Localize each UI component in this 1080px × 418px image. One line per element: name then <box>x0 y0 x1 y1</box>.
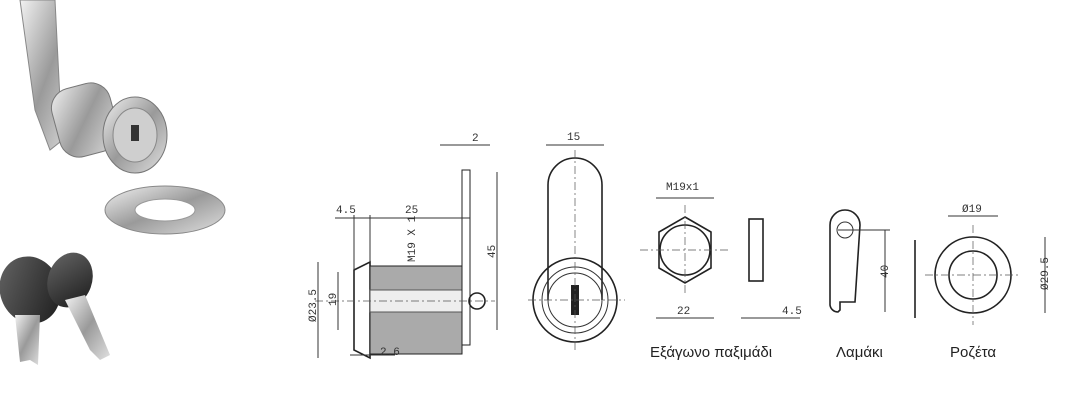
dim-thread: M19 X 1 <box>407 215 419 262</box>
product-photo <box>0 0 226 365</box>
dim-gap: 2.6 <box>380 347 400 359</box>
rosette: Ø19 Ø29.5 Ροζέτα <box>925 204 1052 361</box>
dim-body-dia: 19 <box>328 293 340 306</box>
dim-lever-thickness: 2 <box>472 133 479 145</box>
dim-nut-width: 22 <box>677 306 690 318</box>
label-hex-nut: Εξάγωνο παξιμάδι <box>650 344 772 361</box>
dim-flange-dia: Ø23.5 <box>308 289 320 322</box>
lock-side-view: 2 4.5 25 M19 X 1 45 Ø23.5 19 2.6 <box>308 133 499 360</box>
hex-nut: M19x1 22 4.5 Εξάγωνο παξιμάδι <box>640 182 802 361</box>
dim-rosette-inner: Ø19 <box>962 204 982 216</box>
label-cam: Λαμάκι <box>836 344 883 361</box>
dim-cam-length: 40 <box>880 265 892 278</box>
label-rosette: Ροζέτα <box>950 344 996 361</box>
dim-nut-thickness: 4.5 <box>782 306 802 318</box>
dim-flange: 4.5 <box>336 205 356 217</box>
dim-body-length: 25 <box>405 205 418 217</box>
dim-rosette-outer: Ø29.5 <box>1040 257 1052 290</box>
cam-lever: 40 Λαμάκι <box>829 209 916 361</box>
dim-nut-thread: M19x1 <box>666 182 699 194</box>
dim-lever-height: 45 <box>487 245 499 258</box>
lock-front-view: 15 <box>528 132 625 350</box>
dim-front-width: 15 <box>567 132 580 144</box>
